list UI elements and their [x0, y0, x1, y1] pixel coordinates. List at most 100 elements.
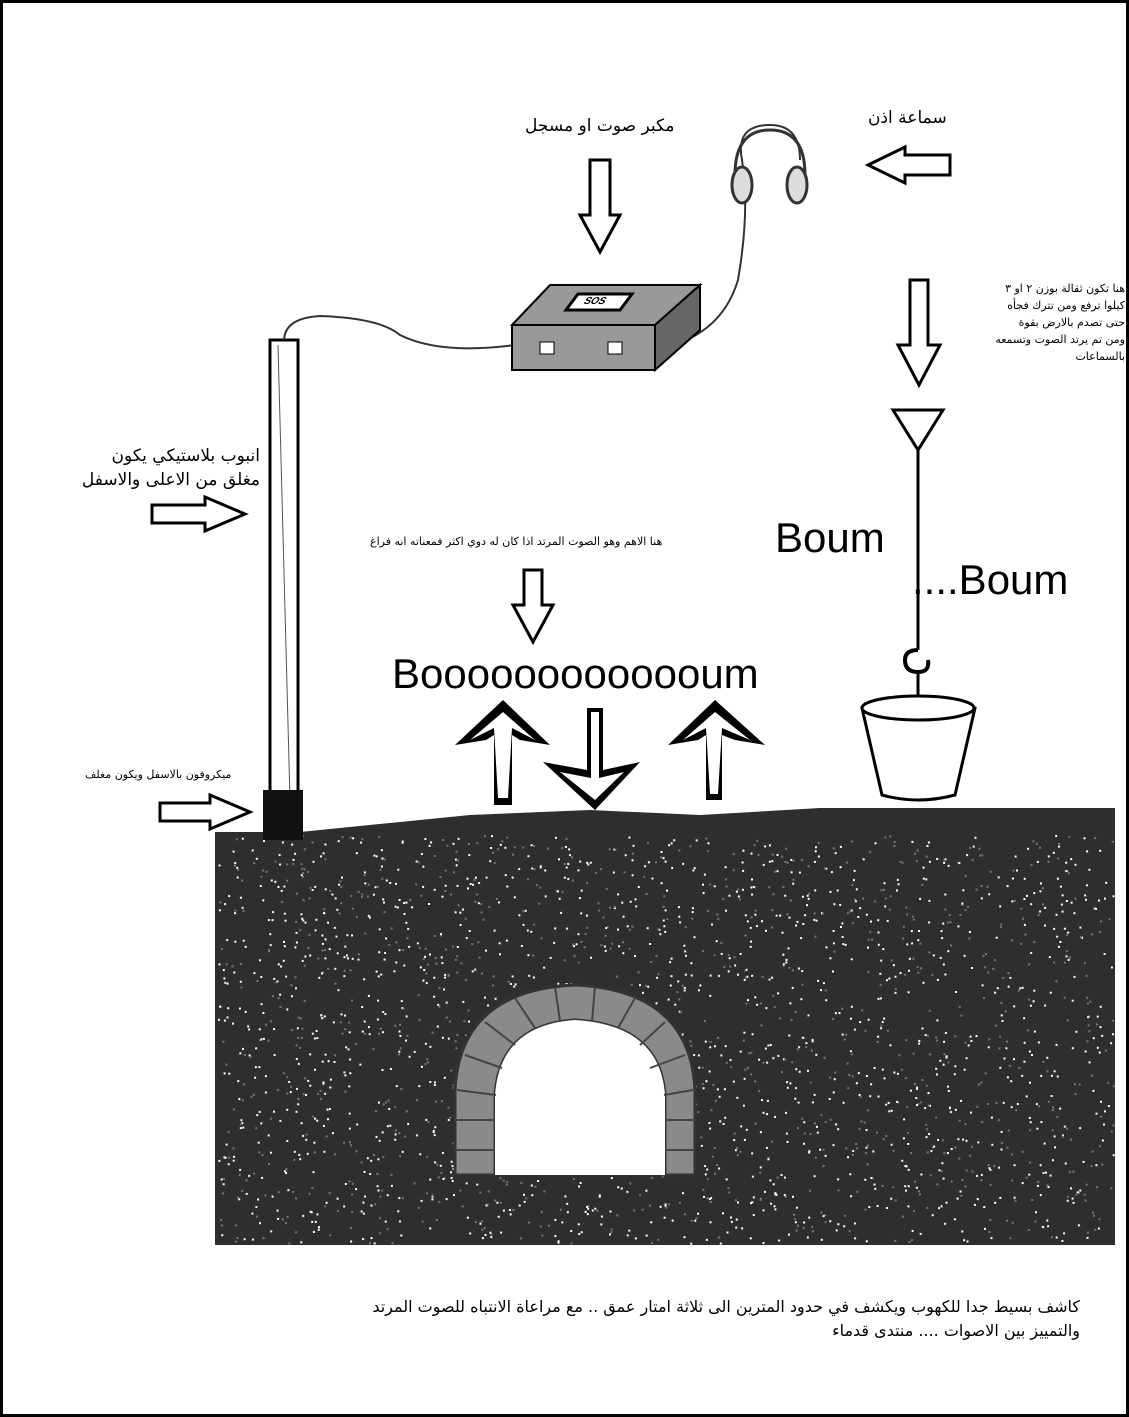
- ground-speckle: [709, 1046, 712, 1049]
- ground-speckle: [220, 1006, 223, 1008]
- ground-speckle: [566, 927, 569, 930]
- ground-speckle: [297, 1103, 300, 1106]
- ground-speckle: [463, 1020, 466, 1023]
- ground-speckle: [975, 1035, 978, 1038]
- ground-speckle: [783, 1058, 785, 1061]
- ground-speckle: [670, 975, 673, 978]
- ground-speckle: [389, 882, 392, 884]
- ground-speckle: [926, 1034, 929, 1037]
- ground-speckle: [1023, 1041, 1026, 1044]
- ground-speckle: [945, 1055, 948, 1058]
- ground-speckle: [1000, 1148, 1003, 1151]
- ground-speckle: [806, 904, 808, 907]
- ground-speckle: [631, 859, 634, 862]
- ground-speckle: [945, 1201, 948, 1204]
- ground-speckle: [297, 1098, 300, 1100]
- ground-speckle: [1000, 1002, 1003, 1005]
- ground-speckle: [898, 1054, 901, 1057]
- ground-speckle: [309, 954, 312, 957]
- ground-speckle: [290, 1029, 293, 1032]
- ground-speckle: [579, 860, 582, 863]
- ground-speckle: [742, 1104, 745, 1107]
- ground-speckle: [259, 1039, 262, 1042]
- ground-speckle: [471, 970, 474, 973]
- ground-speckle: [890, 1197, 893, 1200]
- ground-speckle: [915, 1186, 918, 1189]
- tunnel-arch: [453, 983, 697, 1177]
- ground-speckle: [461, 1205, 464, 1208]
- ground-speckle: [1013, 1164, 1016, 1167]
- ground-speckle: [243, 1083, 245, 1086]
- ground-speckle: [268, 1163, 270, 1166]
- ground-speckle: [433, 935, 436, 937]
- ground-speckle: [1055, 1236, 1058, 1239]
- ground-speckle: [641, 1208, 644, 1211]
- ground-speckle: [306, 1152, 309, 1155]
- ground-speckle: [671, 867, 674, 870]
- ground-speckle: [621, 901, 624, 904]
- ground-speckle: [296, 1027, 299, 1030]
- ground-speckle: [341, 836, 344, 839]
- ground-speckle: [356, 1123, 359, 1126]
- ground-speckle: [704, 1020, 706, 1022]
- ground-speckle: [248, 1028, 251, 1031]
- ground-speckle: [332, 1021, 335, 1024]
- ground-speckle: [1046, 1056, 1049, 1059]
- ground-speckle: [1061, 894, 1064, 897]
- ground-speckle: [239, 896, 242, 899]
- ground-speckle: [397, 1210, 400, 1213]
- ground-speckle: [925, 878, 928, 881]
- ground-speckle: [329, 890, 332, 892]
- ground-speckle: [718, 1095, 721, 1098]
- ground-speckle: [1052, 851, 1055, 854]
- ground-speckle: [1020, 942, 1023, 945]
- ground-speckle: [833, 1078, 836, 1081]
- ground-speckle: [355, 852, 358, 855]
- ground-speckle: [943, 1152, 946, 1155]
- ground-speckle: [237, 868, 240, 871]
- ground-speckle: [297, 1062, 300, 1065]
- ground-speckle: [1023, 877, 1026, 880]
- ground-speckle: [363, 1020, 366, 1023]
- ground-speckle: [964, 1185, 967, 1188]
- ground-speckle: [432, 1131, 435, 1134]
- ground-speckle: [1063, 1125, 1066, 1128]
- ground-speckle: [720, 1054, 723, 1057]
- ground-speckle: [709, 994, 712, 997]
- ground-speckle: [980, 897, 983, 900]
- ground-speckle: [1033, 989, 1036, 992]
- ground-speckle: [232, 1147, 235, 1150]
- ground-speckle: [829, 1076, 832, 1079]
- ground-speckle: [224, 981, 227, 984]
- ground-speckle: [1087, 1024, 1090, 1027]
- ground-speckle: [489, 860, 492, 863]
- ground-speckle: [398, 1050, 401, 1053]
- ground-speckle: [587, 1205, 590, 1208]
- ground-speckle: [1053, 1070, 1056, 1073]
- ground-speckle: [273, 977, 276, 980]
- ground-speckle: [395, 1085, 398, 1088]
- ground-speckle: [348, 1180, 351, 1183]
- ground-speckle: [1108, 918, 1111, 921]
- ground-speckle: [859, 1021, 862, 1024]
- ground-speckle: [220, 1218, 223, 1221]
- ground-speckle: [750, 886, 753, 889]
- ground-speckle: [518, 914, 521, 917]
- ground-speckle: [301, 1027, 304, 1030]
- ground-speckle: [1005, 1047, 1008, 1050]
- ground-speckle: [851, 1075, 854, 1078]
- ground-speckle: [785, 1111, 787, 1114]
- ground-speckle: [767, 1044, 770, 1047]
- ground-speckle: [632, 844, 635, 847]
- ground-speckle: [801, 1117, 804, 1120]
- ground-speckle: [407, 1123, 410, 1126]
- ground-speckle: [1073, 975, 1076, 978]
- ground-speckle: [683, 1236, 686, 1239]
- ground-speckle: [1061, 1239, 1064, 1242]
- ground-speckle: [558, 897, 561, 900]
- ground-speckle: [349, 969, 352, 972]
- ground-speckle: [852, 1150, 855, 1152]
- ground-speckle: [954, 1065, 957, 1068]
- ground-speckle: [314, 929, 317, 932]
- ground-speckle: [285, 1222, 287, 1225]
